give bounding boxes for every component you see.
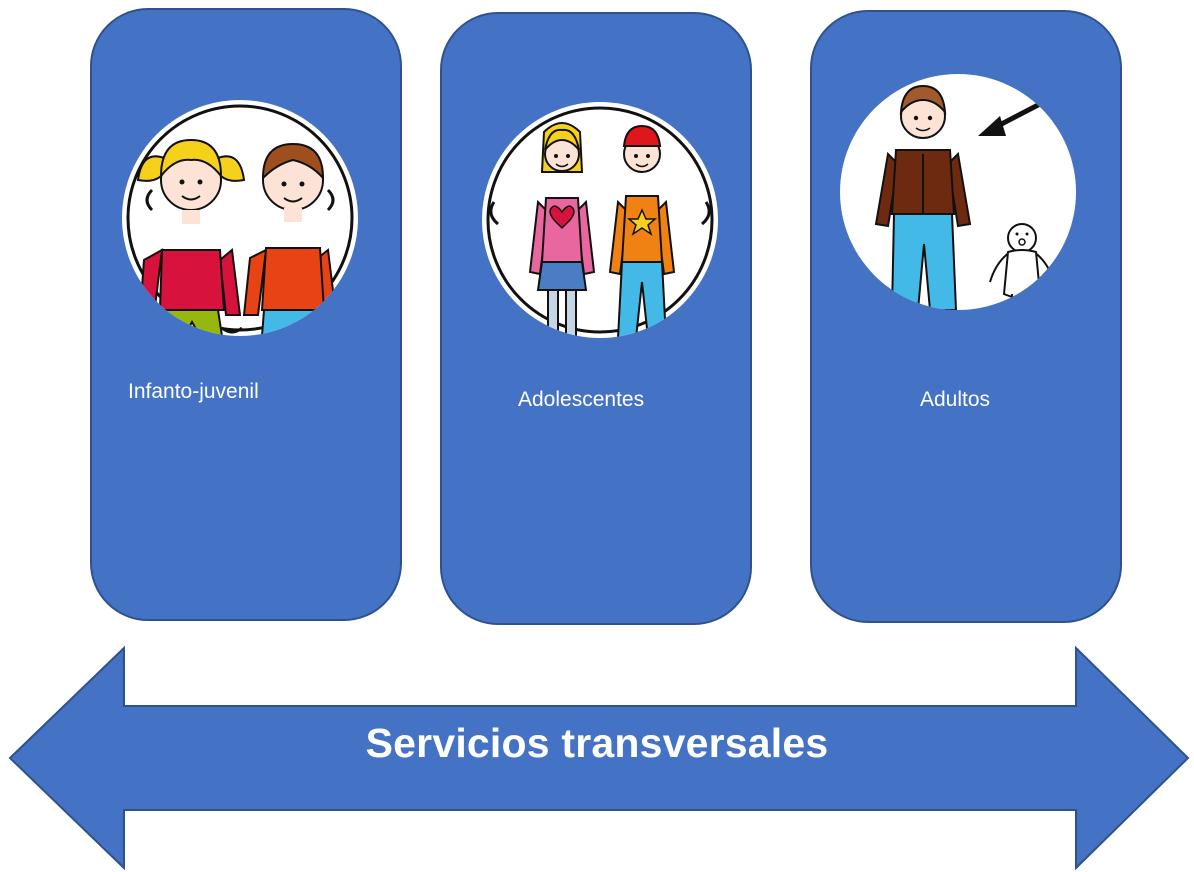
adult-icon bbox=[840, 74, 1076, 310]
arrow-label: Servicios transversales bbox=[365, 720, 829, 766]
teenagers-icon bbox=[482, 102, 718, 338]
card-label: Infanto-juvenil bbox=[128, 380, 259, 403]
children-icon bbox=[122, 100, 358, 336]
card-label: Adolescentes bbox=[518, 388, 645, 411]
category-card-adultos: Adultos bbox=[810, 10, 1122, 623]
double-arrow-icon bbox=[8, 645, 1190, 871]
card-label: Adultos bbox=[920, 388, 991, 411]
category-card-adolescentes: Adolescentes bbox=[440, 12, 752, 625]
category-card-infanto-juvenil: Infanto-juvenil bbox=[90, 8, 402, 621]
